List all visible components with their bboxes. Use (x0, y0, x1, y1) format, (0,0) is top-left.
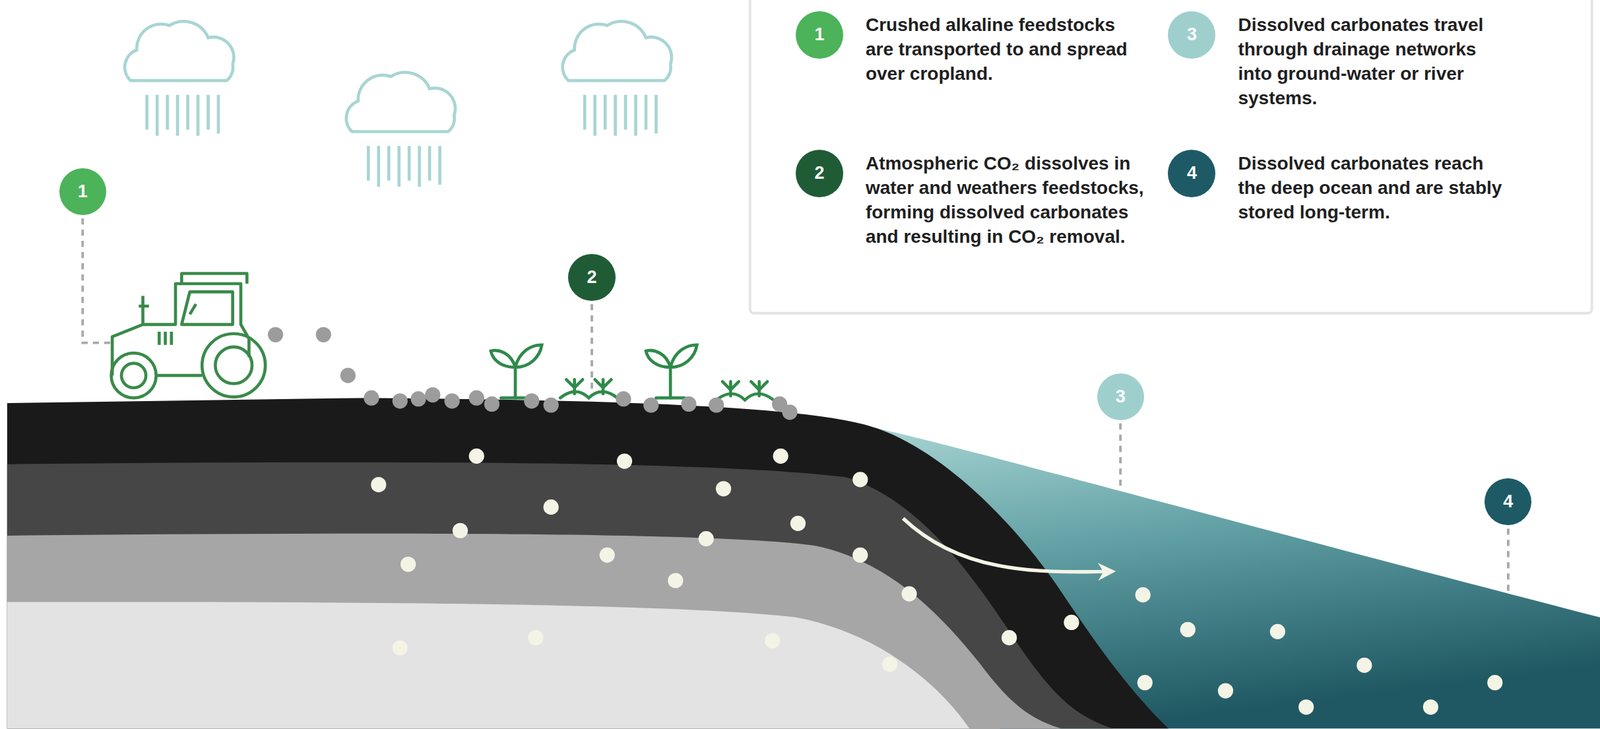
legend-text: Atmospheric CO₂ dissolves in water and w… (865, 151, 1147, 249)
callout-text: 2 (587, 268, 598, 287)
feedstock-grain (411, 391, 427, 407)
subsoil-layer (7, 533, 1062, 729)
carbonate-particle (616, 453, 633, 469)
tractor (111, 273, 266, 398)
carbonate-particle (715, 480, 732, 497)
carbonate-particle (1135, 587, 1151, 603)
callout-number: 1 (59, 168, 107, 216)
carbonate-particle (599, 547, 615, 563)
legend-swatch: 1 (795, 11, 844, 59)
carbonate-particle (1217, 682, 1234, 699)
feedstock-grain (340, 368, 356, 384)
feedstock-grain (444, 393, 460, 409)
leader-lines (82, 218, 1509, 596)
carbonate-particle (790, 515, 806, 532)
carbonate-particle (773, 448, 789, 464)
carbonate-particle (1137, 674, 1153, 691)
feedstock-grain (708, 397, 724, 413)
feedstock-grain (469, 390, 485, 406)
feedstock-grain (363, 390, 379, 406)
feedstock-grain (424, 387, 441, 403)
callout-text: 1 (77, 182, 88, 201)
carbonate-particle (1270, 624, 1286, 640)
carbonate-particle (1063, 614, 1079, 631)
carbonate-particle (543, 499, 559, 515)
carbonate-particle (1180, 622, 1196, 638)
callout-text: 4 (1503, 492, 1513, 511)
carbonate-particle (400, 556, 416, 573)
carbonate-particle (370, 477, 386, 493)
feedstock-grain (781, 404, 798, 420)
soil-layer (7, 462, 1113, 729)
carbonate-particle (469, 448, 485, 464)
carbonate-particle (1423, 699, 1439, 715)
carbonate-particle (1487, 674, 1503, 691)
carbonate-particle (527, 630, 544, 646)
feedstock-grain (543, 397, 559, 413)
carbonate-particle (1298, 699, 1314, 715)
legend-swatch: 2 (795, 149, 844, 198)
carbonate-particle (852, 547, 868, 563)
callout-number: 1 (814, 24, 825, 45)
callout-number: 2 (814, 162, 825, 184)
legend-swatch: 3 (1167, 11, 1216, 59)
feedstock-grain (316, 327, 332, 343)
carbonate-particle (882, 656, 898, 672)
carbonate-particle (452, 523, 468, 539)
carbonate-particle (1001, 630, 1017, 646)
callout-number: 2 (568, 254, 615, 301)
feedstock-grain (643, 397, 659, 413)
carbonate-particle (1356, 657, 1372, 673)
callout-number: 4 (1186, 162, 1197, 184)
carbonate-particle (901, 586, 917, 602)
feedstock-grain (484, 396, 500, 412)
feedstock-grain (523, 393, 540, 409)
callout-text: 3 (1115, 387, 1126, 406)
carbonate-particle (667, 572, 683, 588)
crops (490, 345, 774, 401)
carbonate-particle (698, 531, 714, 547)
flow-arrow (903, 518, 1113, 573)
carbonate-particle (392, 640, 408, 656)
feedstock-grain (392, 393, 408, 409)
callout-number: 3 (1186, 24, 1197, 45)
feedstock-grain (680, 396, 697, 412)
callout-number: 3 (1097, 373, 1145, 421)
bedrock-layer (7, 601, 970, 729)
feedstock-grain (267, 327, 284, 343)
legend-text: Dissolved carbonates travel through drai… (1237, 12, 1502, 111)
carbonate-particle (852, 471, 868, 487)
legend-text: Dissolved carbonates reach the deep ocea… (1237, 151, 1502, 225)
callout-number: 4 (1484, 478, 1532, 526)
legend-panel (750, 0, 1593, 314)
legend-text: Crushed alkaline feedstocks are transpor… (865, 12, 1147, 86)
carbonate-particle (764, 633, 780, 649)
feedstock-grain (615, 391, 631, 407)
soil-top-layer (7, 397, 1169, 729)
legend-swatch: 4 (1167, 149, 1216, 198)
rain-clouds (124, 21, 672, 187)
